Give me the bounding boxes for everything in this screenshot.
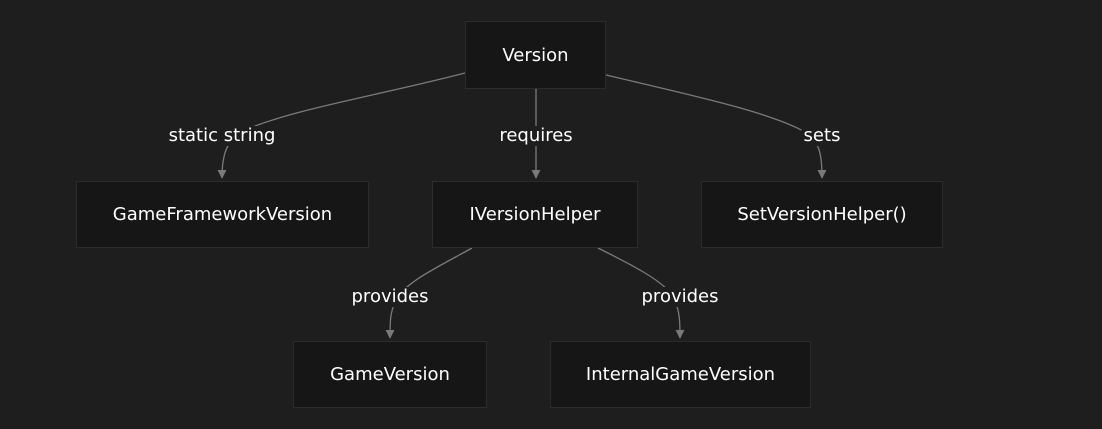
node-game-version: GameVersion bbox=[293, 341, 487, 408]
node-game-framework-version: GameFrameworkVersion bbox=[76, 181, 369, 248]
edge-label-sets: sets bbox=[801, 125, 843, 146]
edge-version-to-gfv bbox=[217, 72, 466, 179]
edge-version-to-svh bbox=[605, 74, 827, 179]
node-version: Version bbox=[465, 21, 606, 89]
edge-label-static-string: static string bbox=[166, 125, 278, 146]
edge-label-requires: requires bbox=[497, 125, 575, 146]
edge-label-provides-game-version: provides bbox=[349, 286, 431, 307]
node-iversion-helper: IVersionHelper bbox=[432, 181, 638, 248]
node-set-version-helper: SetVersionHelper() bbox=[701, 181, 943, 248]
edge-label-provides-internal-game-version: provides bbox=[639, 286, 721, 307]
node-internal-game-version: InternalGameVersion bbox=[550, 341, 811, 408]
